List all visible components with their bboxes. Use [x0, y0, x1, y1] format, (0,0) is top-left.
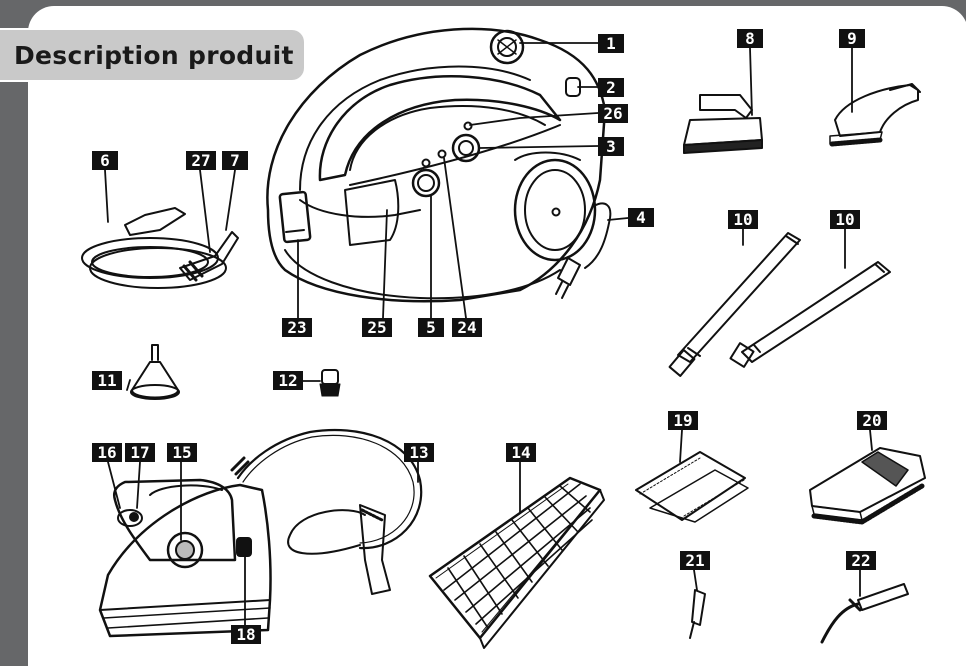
leader-lines	[104, 42, 873, 626]
nozzle-drawing	[689, 589, 706, 639]
label-11: 11	[92, 371, 122, 390]
label-21: 21	[680, 551, 710, 570]
label-18: 18	[231, 625, 261, 644]
label-14: 14	[506, 443, 536, 462]
cloths-drawing	[635, 451, 749, 523]
label-22: 22	[846, 551, 876, 570]
label-16: 16	[92, 443, 122, 462]
label-26: 26	[598, 104, 628, 123]
brush-drawing	[829, 83, 921, 147]
label-2: 2	[598, 78, 624, 97]
label-6: 6	[92, 151, 118, 170]
label-25: 25	[362, 318, 392, 337]
label-27: 27	[186, 151, 216, 170]
grid-tray-drawing	[428, 476, 605, 649]
floor-brush-drawing	[809, 447, 926, 525]
label-24: 24	[452, 318, 482, 337]
label-3: 3	[598, 137, 624, 156]
label-10-a: 10	[728, 210, 758, 229]
funnel-drawing	[130, 344, 180, 400]
label-1: 1	[598, 34, 624, 53]
label-8: 8	[737, 29, 763, 48]
extension-tubes-drawing	[668, 232, 891, 377]
label-17: 17	[125, 443, 155, 462]
label-20: 20	[857, 411, 887, 430]
label-13: 13	[404, 443, 434, 462]
label-5: 5	[418, 318, 444, 337]
hose-drawing	[81, 207, 239, 289]
small-brush-drawing	[319, 369, 341, 397]
squeegee-drawing	[683, 94, 763, 154]
page-title: Description produit	[14, 41, 294, 70]
label-7: 7	[222, 151, 248, 170]
label-9: 9	[839, 29, 865, 48]
label-4: 4	[628, 208, 654, 227]
angled-nozzle-drawing	[820, 583, 909, 644]
title-tab: Description produit	[0, 28, 306, 82]
label-15: 15	[167, 443, 197, 462]
label-12: 12	[273, 371, 303, 390]
label-19: 19	[668, 411, 698, 430]
steam-cleaner-unit-drawing	[266, 27, 612, 303]
label-10-b: 10	[830, 210, 860, 229]
label-23: 23	[282, 318, 312, 337]
iron-drawing	[98, 428, 423, 638]
